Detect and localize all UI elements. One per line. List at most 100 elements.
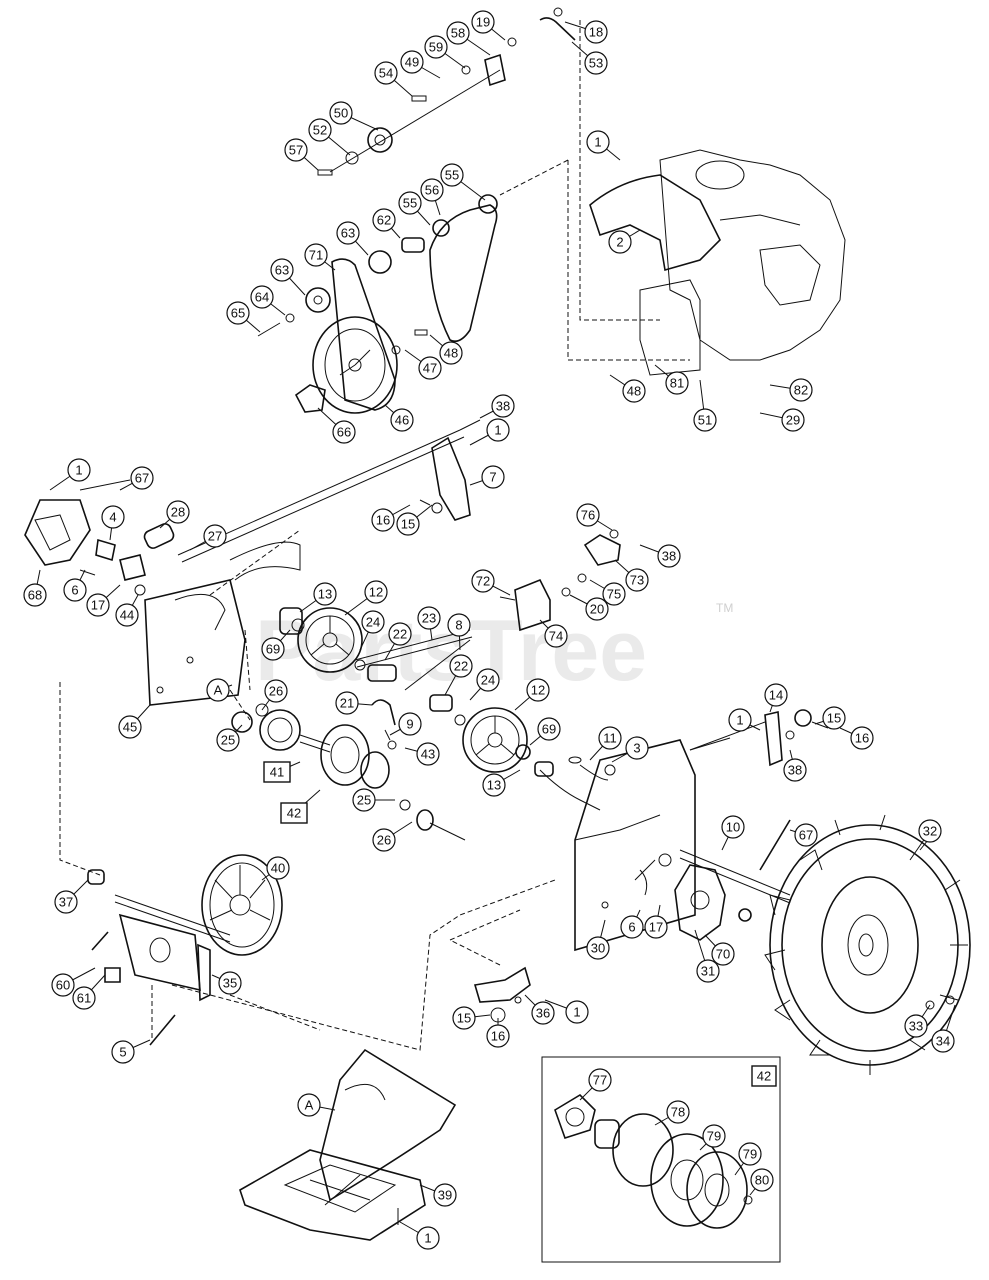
callout-20[interactable]: 20 — [569, 594, 609, 621]
callout-3[interactable]: 3 — [611, 736, 649, 763]
callout-80[interactable]: 80 — [749, 1168, 774, 1196]
callout-54[interactable]: 54 — [374, 61, 413, 97]
callout-37[interactable]: 37 — [54, 879, 89, 914]
callout-55[interactable]: 55 — [440, 163, 486, 201]
callout-1[interactable]: 1 — [586, 130, 621, 161]
callout-6[interactable]: 6 — [63, 569, 87, 602]
callout-1[interactable]: 1 — [469, 418, 510, 446]
callout-38[interactable]: 38 — [639, 544, 681, 568]
callout-74[interactable]: 74 — [539, 619, 568, 648]
callout-4[interactable]: 4 — [101, 505, 125, 541]
callout-15[interactable]: 15 — [814, 706, 846, 730]
callout-42[interactable]: 42 — [280, 789, 321, 824]
callout-27[interactable]: 27 — [189, 524, 227, 551]
callout-9[interactable]: 9 — [389, 712, 422, 736]
callout-28[interactable]: 28 — [159, 500, 190, 529]
callout-46[interactable]: 46 — [384, 404, 414, 432]
callout-33[interactable]: 33 — [904, 1004, 931, 1038]
callout-35[interactable]: 35 — [211, 971, 242, 995]
callout-30[interactable]: 30 — [586, 919, 610, 960]
callout-13[interactable]: 13 — [299, 582, 337, 613]
callout-79[interactable]: 79 — [699, 1124, 726, 1151]
callout-38[interactable]: 38 — [783, 749, 807, 782]
callout-17[interactable]: 17 — [86, 584, 121, 617]
callout-55[interactable]: 55 — [398, 191, 431, 226]
callout-40[interactable]: 40 — [261, 856, 290, 881]
callout-16[interactable]: 16 — [839, 726, 874, 750]
callout-62[interactable]: 62 — [372, 208, 401, 239]
callout-32[interactable]: 32 — [909, 819, 942, 861]
callout-25[interactable]: 25 — [216, 724, 243, 752]
callout-82[interactable]: 82 — [769, 378, 813, 402]
callout-14[interactable]: 14 — [764, 683, 788, 713]
callout-66[interactable]: 66 — [317, 407, 356, 444]
callout-63[interactable]: 63 — [270, 258, 306, 296]
callout-58[interactable]: 58 — [446, 21, 491, 56]
callout-29[interactable]: 29 — [759, 408, 805, 432]
callout-17[interactable]: 17 — [644, 904, 668, 939]
callout-70[interactable]: 70 — [704, 934, 735, 966]
callout-A[interactable]: A — [297, 1093, 336, 1117]
callout-1[interactable]: 1 — [399, 1221, 440, 1250]
callout-45[interactable]: 45 — [118, 704, 151, 739]
callout-15[interactable]: 15 — [452, 1006, 491, 1030]
callout-41[interactable]: 41 — [263, 761, 301, 783]
callout-34[interactable]: 34 — [931, 1004, 956, 1053]
callout-67[interactable]: 67 — [789, 823, 818, 847]
callout-26[interactable]: 26 — [372, 821, 413, 852]
callout-39[interactable]: 39 — [419, 1183, 457, 1207]
callout-77[interactable]: 77 — [579, 1068, 612, 1101]
callout-7[interactable]: 7 — [469, 465, 505, 489]
callout-64[interactable]: 64 — [250, 285, 286, 316]
callout-36[interactable]: 36 — [524, 994, 555, 1025]
callout-21[interactable]: 21 — [335, 691, 373, 715]
callout-25[interactable]: 25 — [352, 788, 395, 812]
callout-56[interactable]: 56 — [420, 178, 444, 216]
callout-51[interactable]: 51 — [693, 379, 717, 432]
callout-48[interactable]: 48 — [609, 374, 646, 403]
callout-57[interactable]: 57 — [284, 138, 319, 171]
callout-5[interactable]: 5 — [111, 1039, 151, 1064]
callout-75[interactable]: 75 — [589, 579, 626, 606]
callout-67[interactable]: 67 — [119, 466, 154, 491]
callout-24[interactable]: 24 — [469, 668, 500, 701]
callout-10[interactable]: 10 — [721, 815, 745, 851]
callout-1[interactable]: 1 — [544, 999, 589, 1024]
callout-24[interactable]: 24 — [359, 610, 385, 651]
callout-38[interactable]: 38 — [479, 394, 515, 419]
callout-61[interactable]: 61 — [72, 974, 106, 1010]
callout-73[interactable]: 73 — [614, 559, 649, 592]
callout-6[interactable]: 6 — [620, 909, 644, 939]
callout-2[interactable]: 2 — [608, 229, 641, 254]
callout-65[interactable]: 65 — [226, 301, 261, 333]
callout-72[interactable]: 72 — [471, 569, 511, 596]
callout-19[interactable]: 19 — [471, 10, 506, 41]
callout-26[interactable]: 26 — [261, 679, 288, 711]
callout-22[interactable]: 22 — [444, 654, 473, 696]
callout-49[interactable]: 49 — [400, 50, 441, 79]
callout-50[interactable]: 50 — [329, 101, 379, 131]
callout-12[interactable]: 12 — [514, 678, 550, 711]
callout-18[interactable]: 18 — [564, 20, 608, 44]
callout-71[interactable]: 71 — [304, 243, 336, 271]
callout-A[interactable]: A — [206, 678, 233, 702]
callout-44[interactable]: 44 — [115, 594, 139, 627]
callout-81[interactable]: 81 — [654, 364, 689, 395]
callout-12[interactable]: 12 — [344, 580, 388, 616]
callout-59[interactable]: 59 — [424, 35, 466, 69]
callout-68[interactable]: 68 — [23, 569, 47, 607]
callout-13[interactable]: 13 — [482, 769, 521, 797]
callout-15[interactable]: 15 — [396, 504, 433, 536]
callout-1[interactable]: 1 — [49, 458, 91, 491]
callout-47[interactable]: 47 — [404, 349, 442, 380]
callout-11[interactable]: 11 — [589, 726, 622, 761]
callout-53[interactable]: 53 — [571, 41, 608, 75]
callout-16[interactable]: 16 — [486, 1022, 510, 1048]
callout-48[interactable]: 48 — [429, 334, 463, 365]
callout-43[interactable]: 43 — [404, 742, 440, 766]
callout-63[interactable]: 63 — [336, 221, 369, 256]
callout-69[interactable]: 69 — [529, 717, 561, 746]
callout-8[interactable]: 8 — [447, 613, 471, 651]
callout-16[interactable]: 16 — [371, 504, 411, 532]
callout-23[interactable]: 23 — [417, 606, 441, 641]
